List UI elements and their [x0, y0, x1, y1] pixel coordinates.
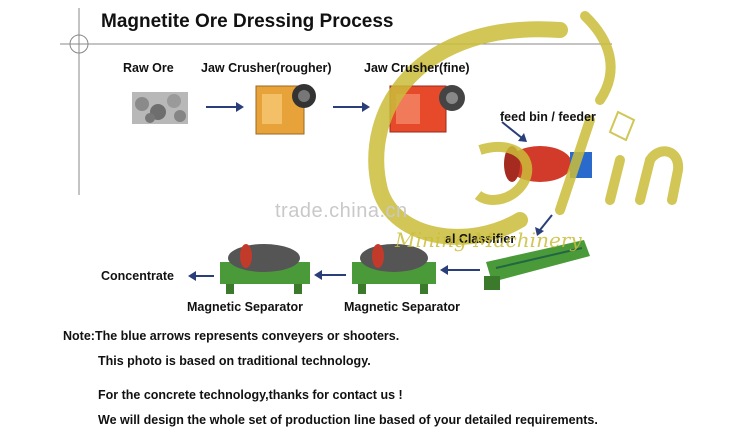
note-line-3: For the concrete technology,thanks for c… [98, 388, 403, 402]
conveyor-arrow-icon [188, 271, 214, 281]
note-line-4: We will design the whole set of producti… [98, 413, 598, 427]
page-title: Magnetite Ore Dressing Process [101, 11, 394, 32]
concentrate-label: Concentrate [101, 269, 174, 283]
note-line-2: This photo is based on traditional techn… [98, 354, 371, 368]
jaw-crusher-fine-image [389, 85, 465, 133]
raw-ore-image [132, 92, 188, 124]
jaw-crusher-rougher-image [255, 84, 316, 135]
conveyor-arrow-icon [206, 102, 244, 112]
conveyor-arrow-icon [314, 270, 346, 280]
brand-subtitle-watermark: Mining Machinery [395, 228, 582, 252]
magnetic-separator-2-image [352, 244, 436, 294]
conveyor-arrow-icon [440, 265, 480, 275]
classifier-label: al Classifier [445, 232, 516, 246]
spiral-classifier-image [484, 240, 590, 290]
jaw-crusher-rougher-label: Jaw Crusher(rougher) [201, 61, 332, 75]
conveyor-arrow-icon [535, 214, 553, 236]
site-watermark: trade.china.cn [275, 200, 408, 222]
conveyor-arrow-icon [501, 121, 527, 142]
crop-mark-icon [69, 34, 89, 54]
conveyor-arrow-icon [333, 102, 370, 112]
raw-ore-label: Raw Ore [123, 61, 174, 75]
note-line-1: Note:The blue arrows represents conveyer… [63, 329, 400, 343]
magnetic-separator-1-label: Magnetic Separator [187, 300, 304, 314]
gelin-logo-watermark [368, 11, 684, 245]
jaw-crusher-fine-label: Jaw Crusher(fine) [364, 61, 470, 75]
feeder-label: feed bin / feeder [500, 110, 596, 124]
magnetic-separator-2-label: Magnetic Separator [344, 300, 461, 314]
magnetic-separator-1-image [220, 244, 310, 294]
